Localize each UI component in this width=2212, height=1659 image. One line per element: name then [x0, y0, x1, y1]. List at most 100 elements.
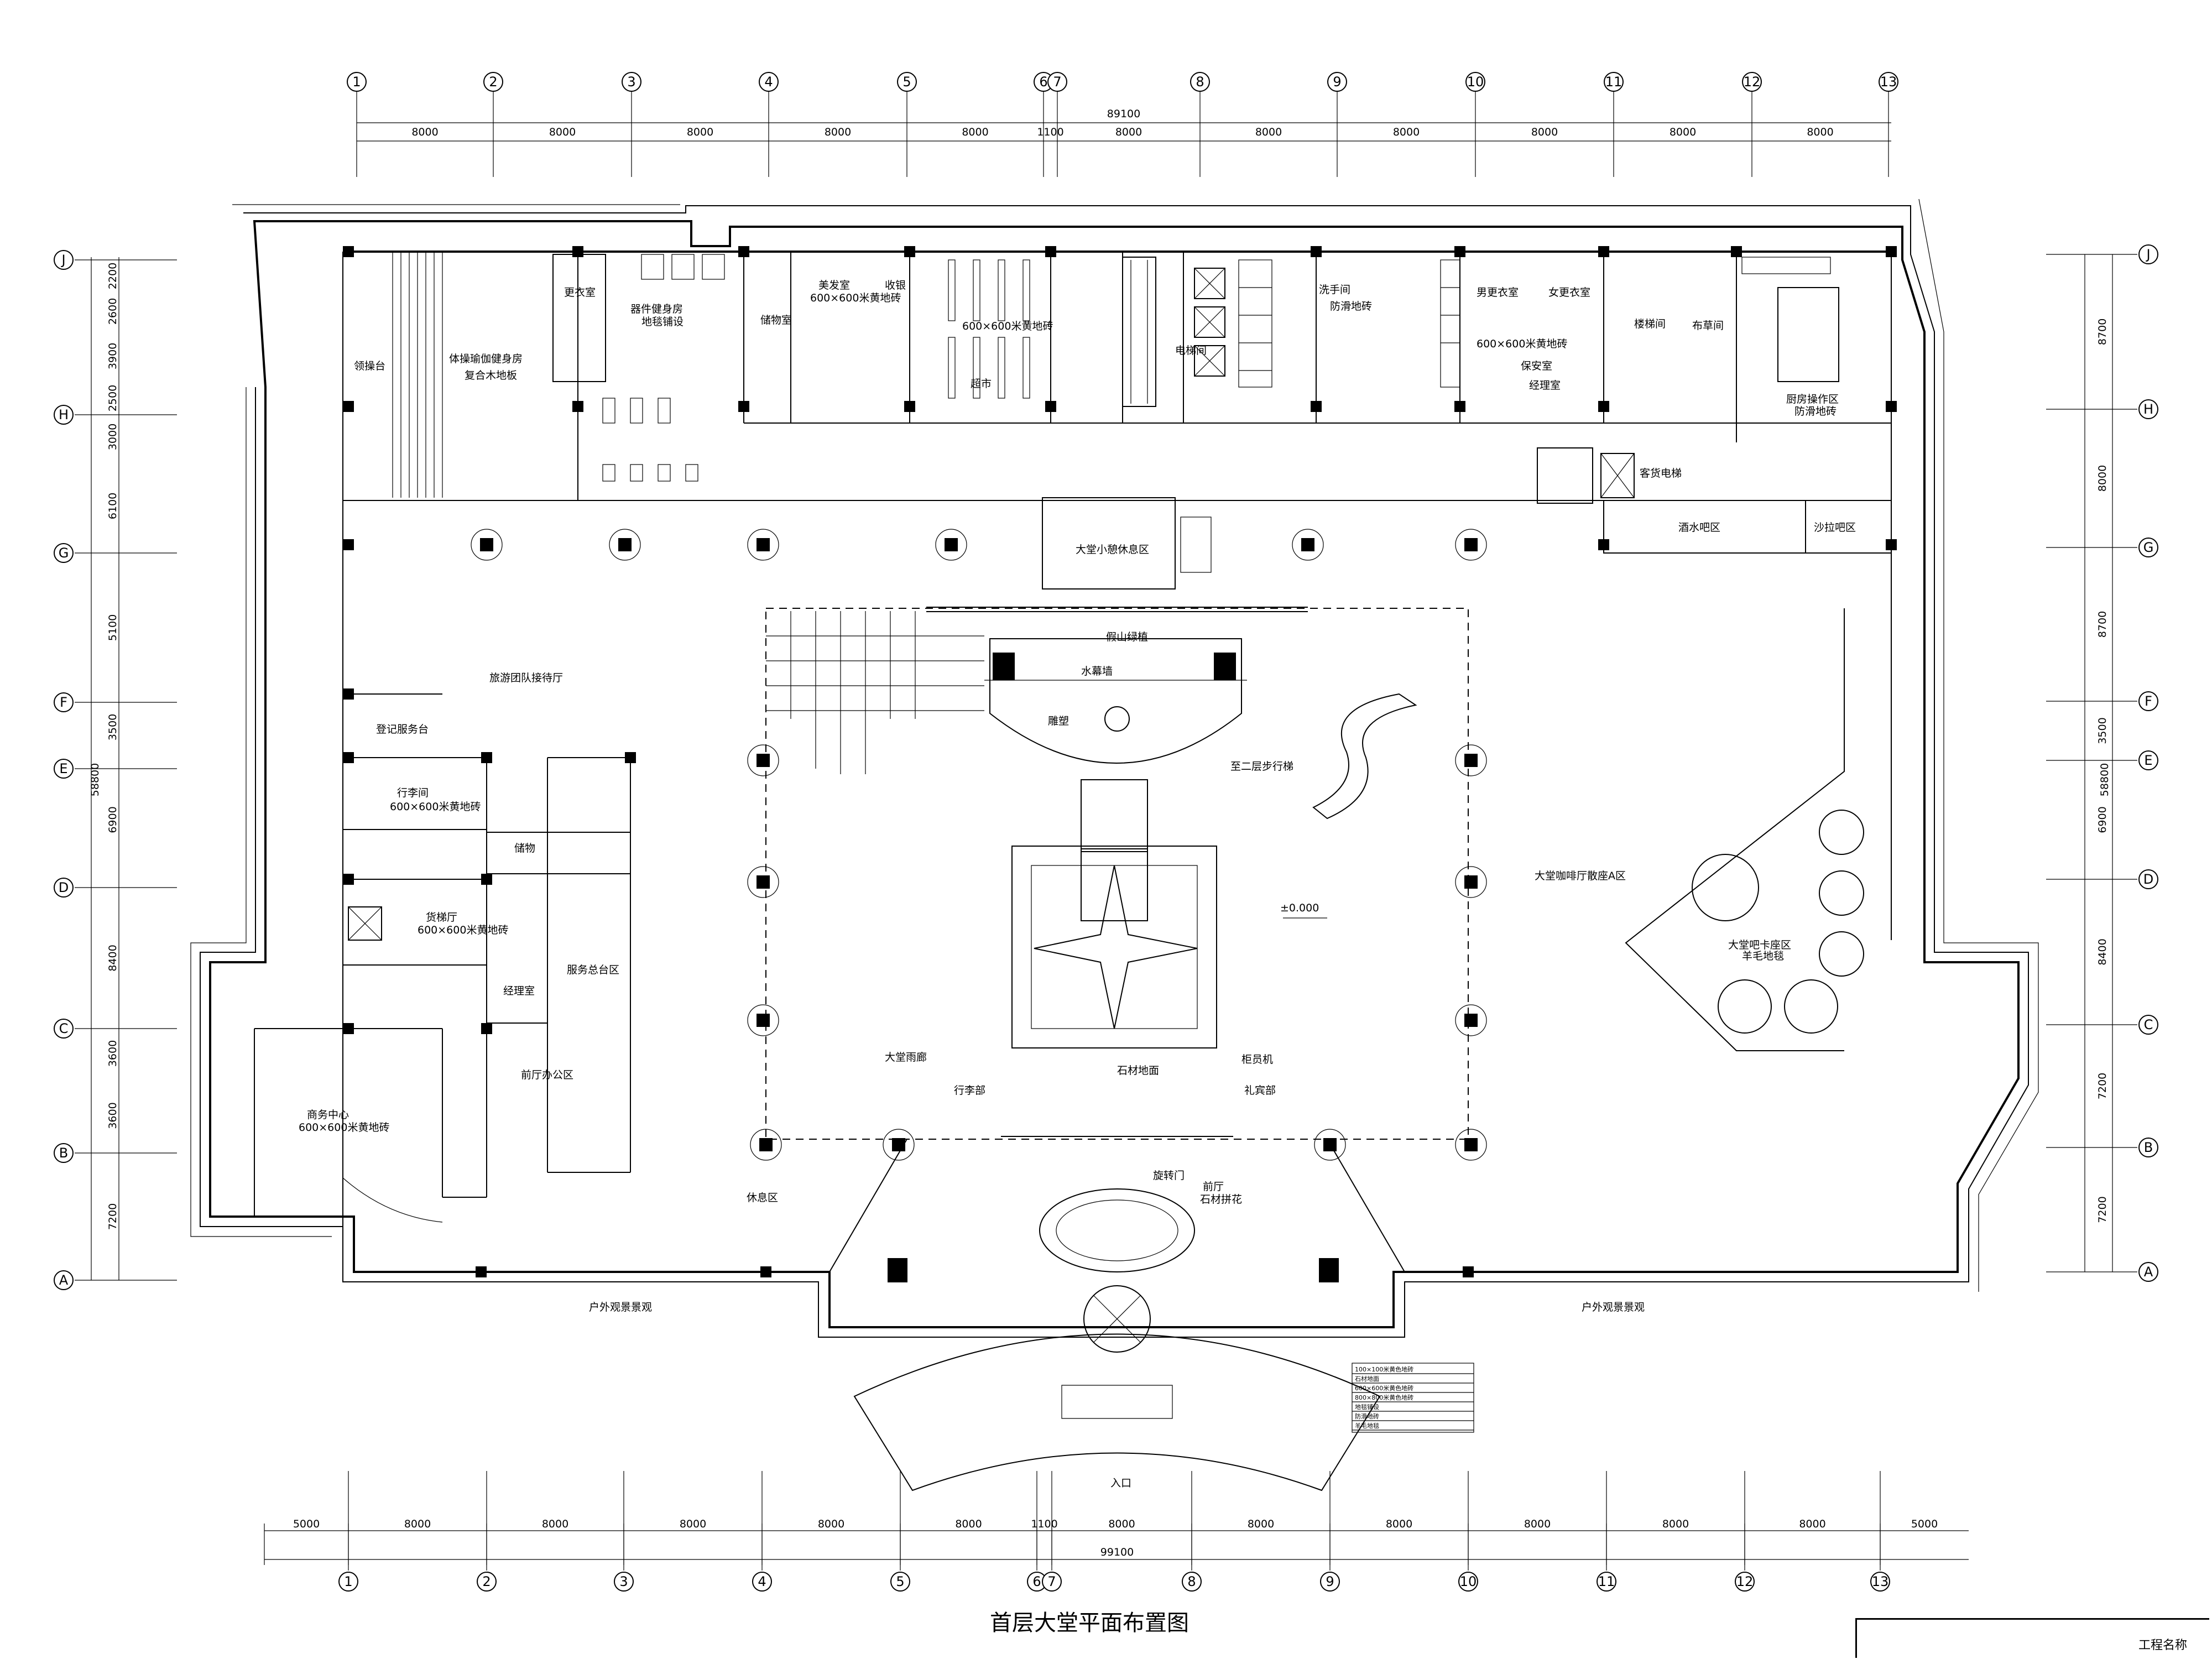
left-span-dimension: 6100 [107, 493, 119, 519]
room-note-luggage: 600×600米黄地砖 [390, 801, 481, 813]
axis-bubble-left [54, 759, 74, 779]
compass-floor [1011, 846, 1217, 1048]
axis-bubble-bottom [1042, 1572, 1062, 1592]
axis-label-right: A [2144, 1264, 2153, 1280]
axis-label-right: G [2143, 540, 2154, 555]
left-dimension-spans: 2200260039002500300061005100350069008400… [107, 263, 119, 1230]
room-label-freight: 货梯厅 [426, 911, 457, 924]
room-label-lobby-lounge: 大堂小憩休息区 [1076, 544, 1149, 556]
room-label-concierge: 礼宾部 [1244, 1084, 1276, 1097]
room-label-tour-lobby: 旅游团队接待厅 [489, 672, 563, 684]
room-label-sculpture: 雕塑 [1048, 715, 1069, 727]
axis-label-bottom: 5 [896, 1574, 904, 1589]
axis-bubble-right [2138, 244, 2158, 264]
room-label-water-curtain: 水幕墙 [1081, 665, 1113, 677]
axis-bubble-right [2138, 399, 2158, 419]
gym-equipment [602, 254, 725, 482]
axis-bubble-top [347, 72, 367, 92]
bar-counters [1603, 500, 1892, 554]
axis-bubble-top [483, 72, 503, 92]
room-label-foyer: 前厅 [1203, 1181, 1224, 1193]
revolving-door-icon [1083, 1285, 1151, 1353]
axis-label-bottom: 9 [1326, 1574, 1334, 1589]
axis-bubble-top [897, 72, 917, 92]
axis-label-right: C [2144, 1017, 2153, 1032]
axis-label-top: 2 [489, 74, 497, 90]
north-rooms [343, 252, 1892, 554]
bottom-span-dimension: 8000 [1799, 1518, 1825, 1530]
axis-bubble-right [2138, 538, 2158, 557]
room-label-restroom: 洗手间 [1319, 284, 1350, 296]
room-label-gym-service: 领操台 [354, 360, 385, 372]
bottom-span-dimension: 8000 [680, 1518, 706, 1530]
room-label-linen: 布草间 [1692, 320, 1724, 332]
top-span-dimension: 8000 [962, 126, 988, 138]
room-note-kitchen: 防滑地砖 [1794, 405, 1837, 418]
legend-row: 防滑地砖 [1355, 1412, 1379, 1420]
top-span-dimension: 8000 [1255, 126, 1282, 138]
axis-label-top: 8 [1196, 74, 1204, 90]
room-label-supermarket: 超市 [971, 378, 992, 390]
axis-label-top: 6 [1039, 74, 1047, 90]
material-legend: 100×100米黄色地砖石材地面600×600米黄色地砖800×800米黄色地砖… [1352, 1363, 1474, 1433]
axis-bubble-right [2138, 750, 2158, 770]
axis-bubble-top [1742, 72, 1762, 92]
axis-label-left: J [60, 252, 65, 268]
axis-bubble-left [54, 692, 74, 712]
axis-bubble-bottom [1182, 1572, 1202, 1592]
top-span-dimension: 8000 [411, 126, 438, 138]
axis-label-top: 9 [1333, 74, 1341, 90]
room-label-outdoor-right: 户外观景景观 [1582, 1301, 1645, 1313]
bottom-span-dimension: 8000 [1248, 1518, 1274, 1530]
axis-label-bottom: 12 [1736, 1574, 1754, 1589]
right-span-dimension: 8700 [2096, 611, 2109, 638]
foyer-medallion [1039, 1188, 1195, 1272]
room-label-bar-wine: 酒水吧区 [1678, 521, 1720, 534]
right-span-dimension: 8000 [2096, 465, 2109, 492]
left-span-dimension: 5100 [107, 614, 119, 641]
top-total-dimension: 89100 [1107, 108, 1140, 120]
axis-label-right: F [2145, 693, 2152, 709]
axis-bubble-bottom [477, 1572, 497, 1592]
drawing-title: 首层大堂平面布置图 [990, 1610, 1189, 1636]
entrance-canopy [853, 1333, 1381, 1491]
axis-label-top: 11 [1605, 74, 1623, 90]
top-span-dimension: 8000 [1807, 126, 1833, 138]
supermarket-shelves [948, 259, 1030, 399]
room-label-lobby-lounge2: 大堂雨廊 [885, 1051, 927, 1063]
axis-label-top: 7 [1053, 74, 1061, 90]
axis-label-top: 3 [627, 74, 635, 90]
top-span-dimension: 8000 [1115, 126, 1142, 138]
top-span-dimension: 1100 [1037, 126, 1063, 138]
axis-label-top: 10 [1467, 74, 1484, 90]
axis-label-right: H [2143, 401, 2153, 417]
axis-bubble-top [1465, 72, 1485, 92]
top-span-dimension: 8000 [687, 126, 713, 138]
axis-label-right: D [2143, 872, 2153, 887]
axis-bubble-left [54, 878, 74, 898]
room-label-front-office: 前厅办公区 [521, 1069, 573, 1081]
gym-bleachers [392, 252, 443, 498]
room-note-foyer: 石材拼花 [1200, 1193, 1242, 1206]
axis-label-left: G [59, 545, 69, 561]
legend-row: 地毯铺设 [1355, 1403, 1379, 1411]
axis-bubble-left [54, 1143, 74, 1163]
room-label-stairs: 楼梯间 [1634, 318, 1666, 330]
axis-bubble-right [2138, 1138, 2158, 1157]
room-label-beauty: 美发室 [818, 279, 850, 291]
left-span-dimension: 2200 [107, 263, 119, 289]
axis-label-bottom: 11 [1598, 1574, 1615, 1589]
room-labels: 领操台 体操瑜伽健身房 复合木地板 更衣室 器件健身房 地毯铺设 储物室 美发室… [299, 279, 1856, 1489]
bottom-total-dimension: 99100 [1100, 1546, 1134, 1558]
bottom-span-dimension: 8000 [1662, 1518, 1689, 1530]
left-span-dimension: 2500 [107, 385, 119, 411]
axis-label-top: 4 [764, 74, 773, 90]
room-label-entrance: 入口 [1110, 1477, 1131, 1489]
legend-row: 800×800米黄色地砖 [1355, 1394, 1413, 1401]
room-label-revolving-door: 旋转门 [1153, 1170, 1185, 1182]
axis-bubble-bottom [338, 1572, 358, 1592]
left-span-dimension: 2600 [107, 298, 119, 325]
room-label-kitchen: 厨房操作区 [1786, 393, 1839, 405]
room-label-bar-salad: 沙拉吧区 [1814, 521, 1856, 534]
